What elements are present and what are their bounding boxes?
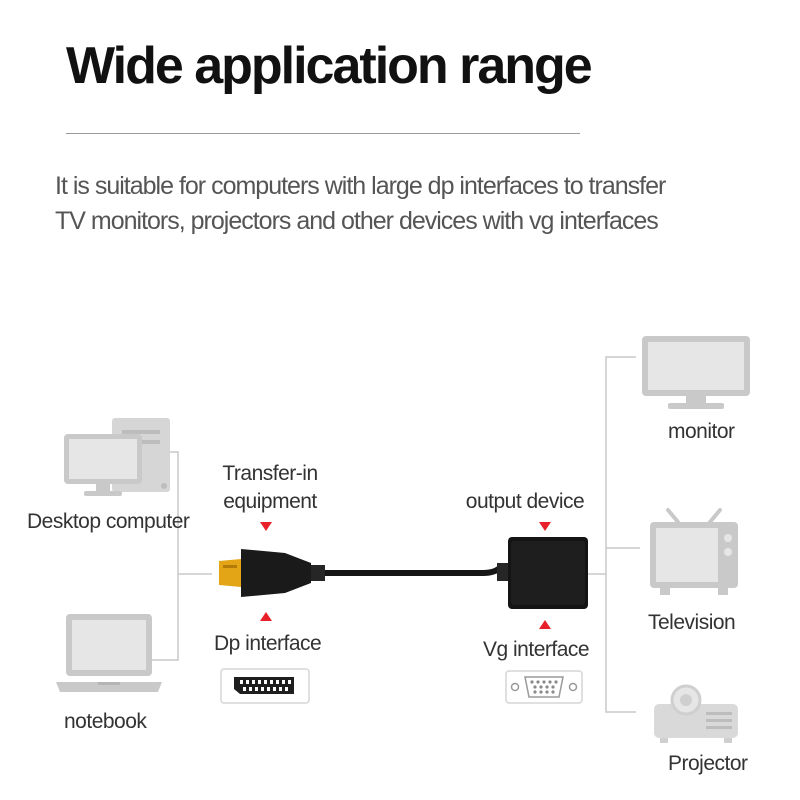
transfer-in-label-line-1: Transfer-in — [222, 462, 318, 485]
page-title: Wide application range — [66, 37, 593, 95]
television-label: Television — [648, 611, 736, 634]
dp-interface-arrow — [260, 612, 272, 621]
transfer-in-label-line-2: equipment — [223, 490, 317, 513]
desktop-computer-label: Desktop computer — [27, 510, 190, 533]
description-line-2: TV monitors, projectors and other device… — [55, 207, 659, 235]
television-icon — [650, 508, 738, 595]
projector-label: Projector — [668, 752, 748, 775]
vg-interface-label: Vg interface — [483, 638, 590, 661]
description-line-1: It is suitable for computers with large … — [55, 172, 666, 200]
title-divider — [66, 133, 580, 134]
output-device-label: output device — [465, 490, 585, 513]
dp-interface-label: Dp interface — [214, 632, 322, 655]
dp-to-vga-cable — [219, 537, 588, 609]
notebook-label: notebook — [64, 710, 147, 733]
dp-port-icon — [220, 668, 310, 704]
vga-port-icon — [505, 670, 583, 704]
monitor-label: monitor — [668, 420, 735, 443]
transfer-in-arrow — [260, 522, 272, 531]
output-device-arrow — [539, 522, 551, 531]
notebook-icon — [56, 614, 162, 692]
desktop-computer-icon — [64, 418, 170, 496]
projector-icon — [654, 684, 738, 743]
vg-interface-arrow — [539, 620, 551, 629]
monitor-icon — [642, 336, 750, 409]
